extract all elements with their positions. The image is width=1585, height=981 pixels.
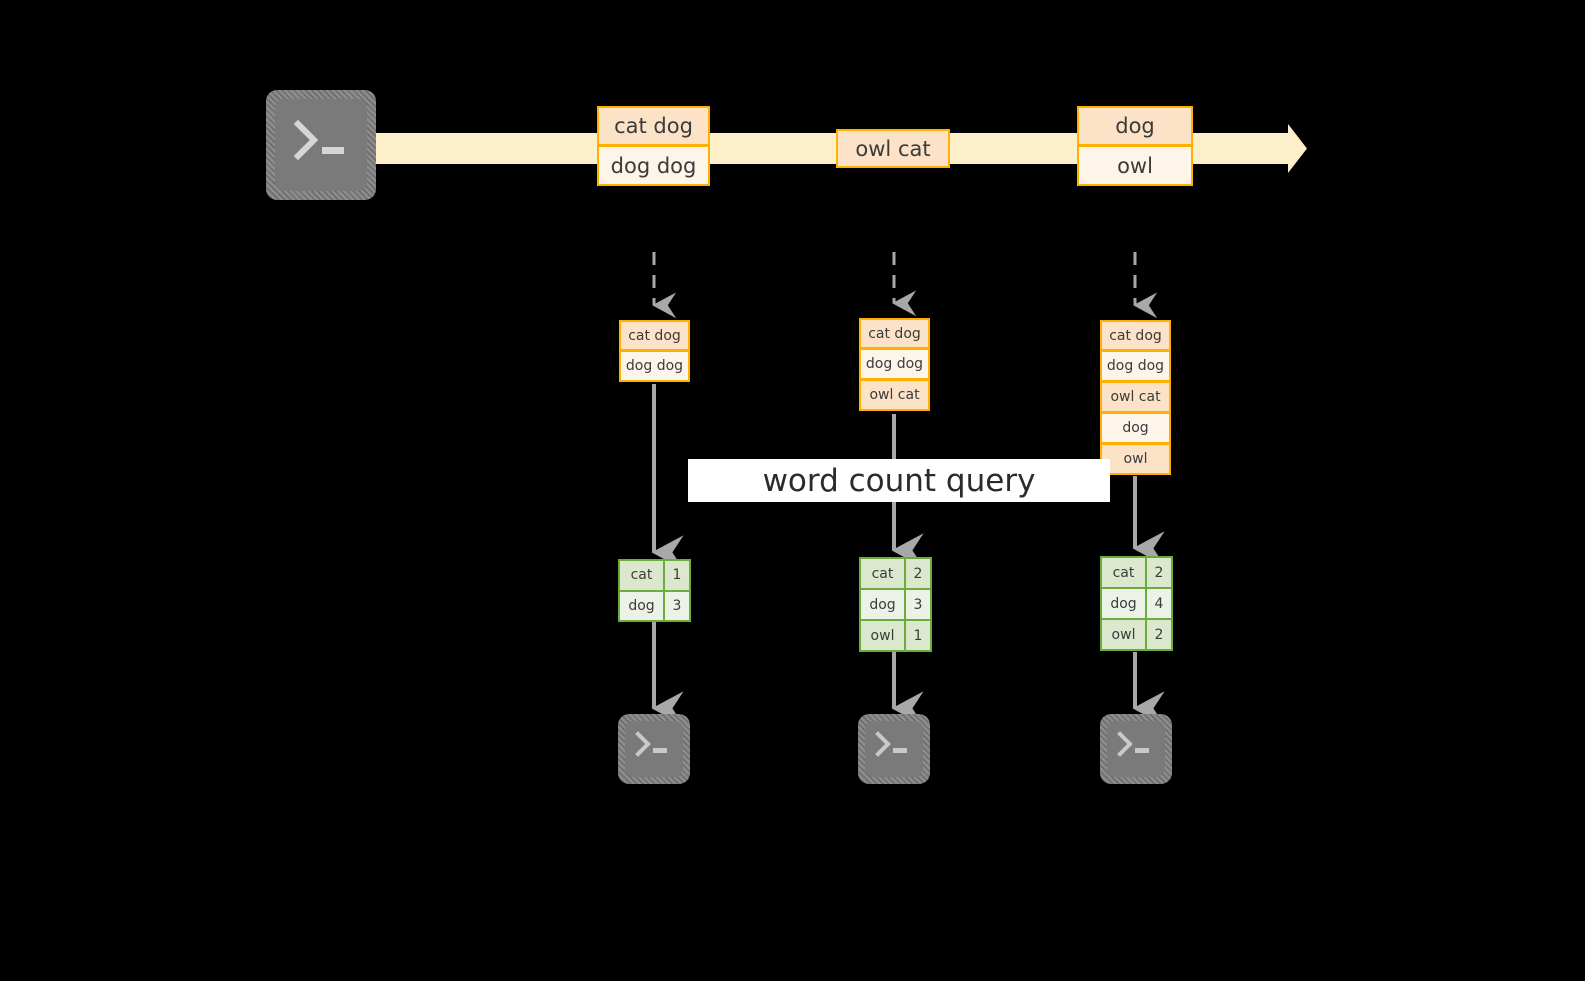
result-word: owl — [861, 621, 904, 650]
result-word: owl — [1102, 620, 1145, 649]
table-row[interactable]: owl 2 — [1102, 620, 1171, 649]
result-count: 2 — [906, 559, 930, 588]
table-row[interactable]: dog 4 — [1102, 589, 1171, 618]
table-row[interactable]: cat 1 — [620, 561, 689, 590]
result-word: dog — [620, 591, 663, 620]
stream-message[interactable]: owl cat — [836, 129, 950, 168]
result-count: 4 — [1147, 589, 1171, 618]
console-prompt-glyph — [875, 731, 907, 757]
stream-message[interactable]: owl — [1077, 146, 1193, 186]
stream-event-group-3[interactable]: dog owl — [1077, 106, 1193, 186]
result-word: cat — [861, 559, 904, 588]
result-word: cat — [620, 561, 663, 590]
snapshot-1-sink-console-icon[interactable] — [618, 714, 690, 784]
stream-message[interactable]: dog dog — [597, 146, 710, 186]
console-prompt-glyph — [1117, 731, 1149, 757]
snapshot-2-input-stack[interactable]: cat dog dog dog owl cat — [859, 318, 930, 411]
snapshot-input-message[interactable]: dog — [1100, 413, 1171, 444]
result-word: cat — [1102, 558, 1145, 587]
table-row[interactable]: cat 2 — [1102, 558, 1171, 587]
snapshot-input-message[interactable]: dog dog — [859, 349, 930, 380]
snapshot-2-result-table[interactable]: cat 2 dog 3 owl 1 — [859, 557, 932, 652]
snapshot-input-message[interactable]: owl — [1100, 444, 1171, 475]
stream-event-group-1[interactable]: cat dog dog dog — [597, 106, 710, 186]
table-row[interactable]: owl 1 — [861, 621, 930, 650]
stream-event-group-2[interactable]: owl cat — [836, 129, 950, 168]
table-row[interactable]: dog 3 — [861, 590, 930, 619]
stream-tap-connectors — [652, 252, 1158, 319]
snapshot-input-message[interactable]: cat dog — [619, 320, 690, 351]
console-prompt-glyph — [635, 731, 667, 757]
snapshot-input-message[interactable]: owl cat — [859, 380, 930, 411]
query-label-text: word count query — [762, 462, 1036, 499]
snapshot-input-message[interactable]: owl cat — [1100, 382, 1171, 413]
console-face — [275, 99, 367, 191]
snapshot-2-sink-console-icon[interactable] — [858, 714, 930, 784]
result-word: dog — [1102, 589, 1145, 618]
snapshot-input-message[interactable]: cat dog — [1100, 320, 1171, 351]
query-label-band: word count query — [688, 459, 1110, 502]
snapshot-input-message[interactable]: cat dog — [859, 318, 930, 349]
snapshot-1-result-table[interactable]: cat 1 dog 3 — [618, 559, 691, 622]
stream-message[interactable]: cat dog — [597, 106, 710, 146]
result-count: 1 — [665, 561, 689, 590]
result-count: 1 — [906, 621, 930, 650]
snapshot-input-message[interactable]: dog dog — [1100, 351, 1171, 382]
console-prompt-glyph — [293, 119, 344, 161]
stream-message[interactable]: dog — [1077, 106, 1193, 146]
result-count: 3 — [665, 591, 689, 620]
snapshot-3-input-stack[interactable]: cat dog dog dog owl cat dog owl — [1100, 320, 1171, 475]
result-count: 3 — [906, 590, 930, 619]
table-row[interactable]: dog 3 — [620, 591, 689, 620]
result-count: 2 — [1147, 558, 1171, 587]
snapshot-input-message[interactable]: dog dog — [619, 351, 690, 382]
snapshot-3-sink-console-icon[interactable] — [1100, 714, 1172, 784]
snapshot-3-result-table[interactable]: cat 2 dog 4 owl 2 — [1100, 556, 1173, 651]
result-word: dog — [861, 590, 904, 619]
source-console-icon[interactable] — [266, 90, 376, 200]
table-row[interactable]: cat 2 — [861, 559, 930, 588]
snapshot-1-input-stack[interactable]: cat dog dog dog — [619, 320, 690, 382]
result-count: 2 — [1147, 620, 1171, 649]
sink-connectors — [651, 622, 1165, 726]
